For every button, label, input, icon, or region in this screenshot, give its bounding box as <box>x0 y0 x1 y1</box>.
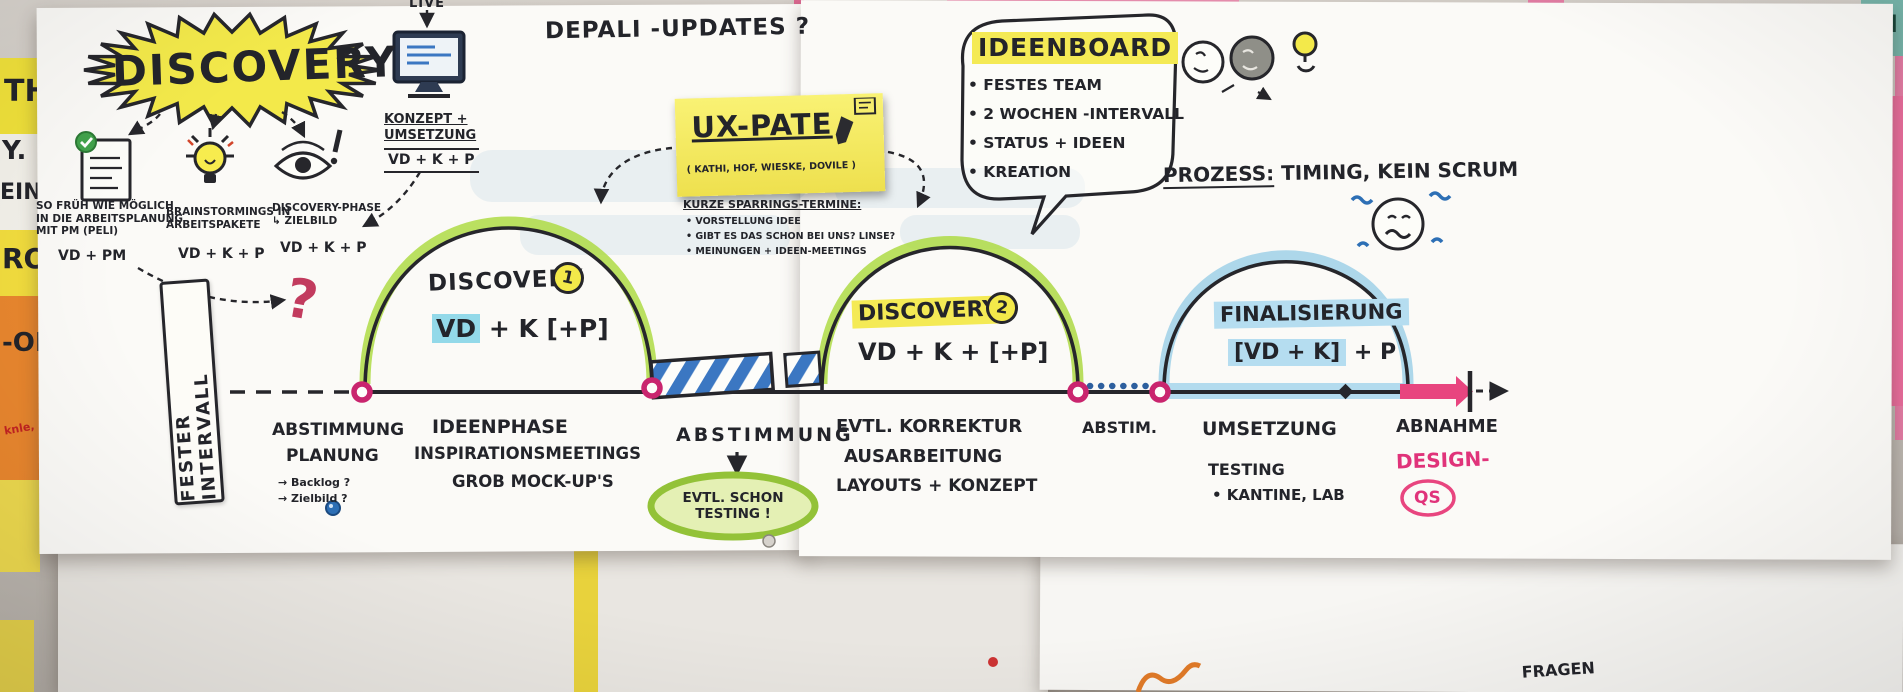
phase3-roles-rest: + P <box>1346 340 1397 365</box>
yellow-strip-bottom <box>574 546 598 692</box>
left-note-text: Y. <box>2 136 27 166</box>
monitor-icon <box>392 30 466 98</box>
phase1-arc <box>363 226 654 391</box>
phase2-below-1: EVTL. KORREKTUR <box>836 416 1023 437</box>
node1-label-line1: ABSTIMMUNG <box>272 420 405 440</box>
phase2-below-2: AUSARBEITUNG <box>844 446 1003 467</box>
ux-pate-members: ( KATHI, HOF, WIESKE, DOVILE ) <box>686 159 857 176</box>
sparrings-title: KURZE SPARRINGS-TERMINE: <box>683 198 862 211</box>
step2-roles: VD + K + P <box>178 246 265 262</box>
phase3-below-3: • KANTINE, LAB <box>1212 486 1345 504</box>
node1-sub1: → Backlog ? <box>278 476 351 489</box>
timeline-nodes <box>351 377 1171 403</box>
discovery-burst-shape <box>83 11 381 129</box>
phase2-below-3: LAYOUTS + KONZEPT <box>836 476 1038 496</box>
step3-caption: DISCOVERY-PHASE ↳ ZIELBILD <box>272 202 382 227</box>
sparrings-item: • MEINUNGEN + IDEEN-MEETINGS <box>686 246 867 257</box>
phase3-below-2: TESTING <box>1208 460 1285 479</box>
node2-label: ABSTIM. <box>1082 418 1157 437</box>
phase1-below-1: IDEENPHASE <box>432 416 568 438</box>
ideenboard-title: IDEENBOARD <box>972 32 1179 64</box>
abnahme-pink-arrowhead <box>1456 376 1473 407</box>
ideenboard-speech-bubble <box>960 13 1178 236</box>
sad-face-doodle <box>1350 191 1452 251</box>
phase1-roles-rest: + K [+P] <box>480 314 609 343</box>
phase1-below-2: INSPIRATIONSMEETINGS <box>414 444 641 463</box>
phase1-roles-vd: VD <box>432 314 481 343</box>
qs-pink-circle <box>1400 479 1456 517</box>
prozess-rest: TIMING, KEIN SCRUM <box>1273 156 1519 186</box>
end-qs-label: QS <box>1414 488 1441 508</box>
ideenboard-item: • KREATION <box>968 163 1072 181</box>
phase3-arc <box>1162 260 1410 391</box>
sticky-note-left-yellow3 <box>0 480 40 572</box>
step1-caption: SO FRÜH WIE MÖGLICH IN DIE ARBEITSPLANUN… <box>36 200 184 238</box>
timeline-drawing <box>230 216 1509 692</box>
dashed-connector-arrows <box>127 10 931 310</box>
phase1-below-3: GROB MOCK-UP'S <box>452 472 614 491</box>
testing-bubble-label: EVTL. SCHON TESTING ! <box>682 490 784 523</box>
timeline-diamond-tick <box>1337 383 1354 400</box>
phase2-roles: VD + K + [+P] <box>858 338 1049 366</box>
ux-pate-title: UX-PATE <box>691 106 833 145</box>
bottom-orange-doodle <box>1135 662 1202 692</box>
depali-updates-note: DEPALI -UPDATES ? <box>544 13 811 45</box>
prozess-head: PROZESS: <box>1162 161 1275 190</box>
phase3-below-1: UMSETZUNG <box>1202 418 1337 440</box>
phase1-arc-glow <box>359 216 658 385</box>
ideenboard-item: • STATUS + IDEEN <box>968 134 1126 152</box>
red-dot <box>988 657 998 667</box>
phase2-arc-glow <box>816 236 1084 385</box>
blue-pin <box>325 500 341 516</box>
team-faces-icon <box>1181 31 1318 99</box>
end-abnahme-label: ABNAHME <box>1396 416 1498 437</box>
step1-roles: VD + PM <box>58 248 127 264</box>
testing-bubble-shape <box>647 471 819 541</box>
ideenboard-item: • FESTES TEAM <box>968 76 1102 94</box>
node1-sub2: → Zielbild ? <box>278 492 348 505</box>
discovery-title: DISCOVERY <box>111 37 399 96</box>
sticky-note-left-white: Y. EIN <box>0 134 42 230</box>
phase1-roles: VD + K [+P] <box>432 314 609 344</box>
mid-abstimmung-label: ABSTIMMUNG <box>676 424 854 446</box>
step2-caption: BRAINSTORMINGS IN ARBEITSPAKETE <box>166 206 291 231</box>
node1-label-line2: PLANUNG <box>286 446 379 466</box>
phase3-roles-hl: [VD + K] <box>1228 339 1347 366</box>
blue-pin-highlight <box>329 504 333 508</box>
under-sheet <box>58 546 1048 692</box>
eye-icon <box>273 140 333 180</box>
striped-abstimmung-bar <box>649 350 823 400</box>
phase2-title: DISCOVERY <box>851 295 1005 330</box>
gray-pin <box>762 534 776 548</box>
end-design-label: DESIGN- <box>1395 446 1490 474</box>
phase3-title: FINALISIERUNG <box>1213 298 1409 329</box>
abnahme-pink-segment <box>1400 384 1456 399</box>
left-note-text: EIN <box>0 180 42 205</box>
step3-roles: VD + K + P <box>280 240 367 256</box>
ux-pate-sticky-note: UX-PATE ( KATHI, HOF, WIESKE, DOVILE ) <box>674 93 886 197</box>
pen-icon <box>835 97 877 145</box>
sparrings-item: • VORSTELLUNG IDEE <box>686 216 801 227</box>
document-check-icon <box>75 131 132 202</box>
live-label: LIVE <box>409 0 446 11</box>
ideenboard-item: • 2 WOCHEN -INTERVALL <box>968 105 1185 123</box>
phase2-arc <box>820 245 1080 391</box>
exclamation-icon <box>330 129 343 165</box>
phase3-roles: [VD + K] + P <box>1228 339 1397 366</box>
sparrings-item: • GIBT ES DAS SCHON BEI UNS? LINSE? <box>686 231 896 242</box>
monitor-roles: VD + K + P <box>384 148 479 173</box>
monitor-caption: KONZEPT + UMSETZUNG <box>384 112 477 143</box>
lightbulb-icon <box>186 128 234 183</box>
sticky-note-corner-yellow <box>0 620 34 692</box>
